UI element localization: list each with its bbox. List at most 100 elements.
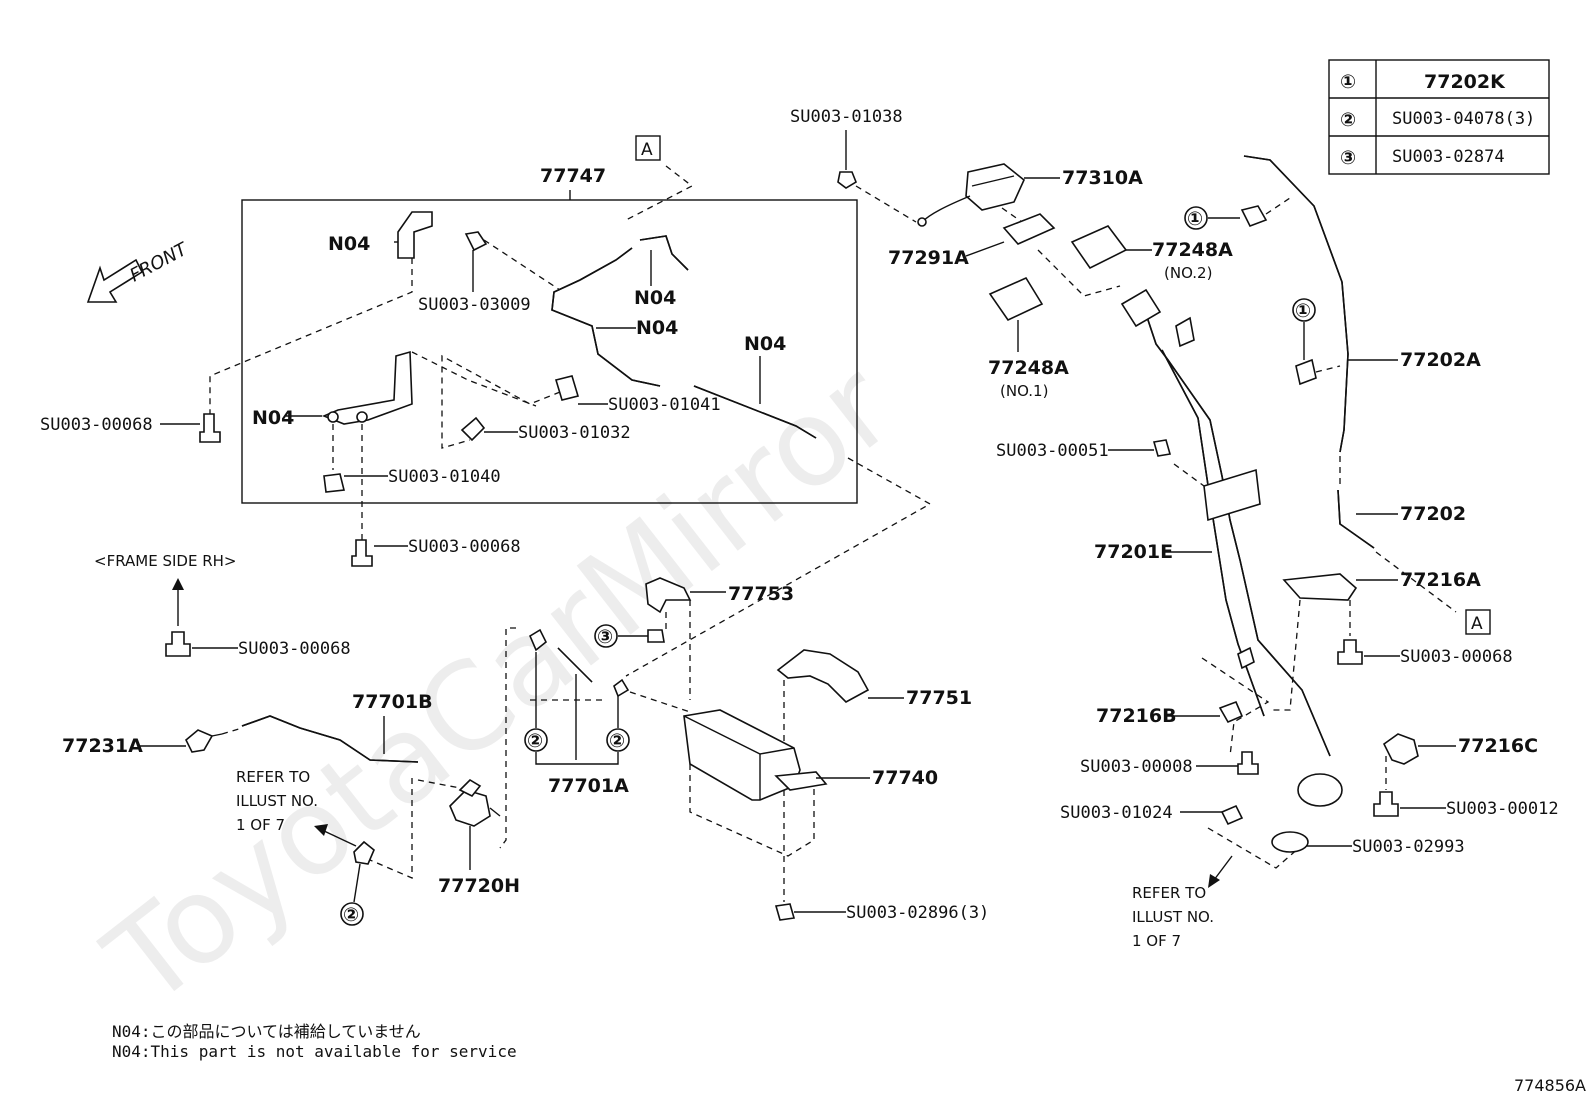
clip-su003-01032: SU003-01032	[460, 416, 631, 443]
bracket-n04-upper: N04	[209, 211, 433, 416]
hose-77701a: ② ② 77701A	[499, 627, 691, 849]
section-marker-a-right-text: A	[1471, 614, 1483, 634]
nut-su003-02896: SU003-02896(3)	[774, 903, 989, 923]
refer-left-line2: ILLUST NO.	[236, 792, 318, 810]
refer-right-line1: REFER TO	[1132, 884, 1206, 902]
assembly-box-77747: 77747	[241, 165, 858, 504]
label-su003-00051: SU003-00051	[996, 441, 1109, 461]
bolt-su003-00068-a: SU003-00068	[40, 413, 221, 443]
frame-side-label: <FRAME SIDE RH>	[94, 552, 236, 570]
bracket-77751: 77751	[776, 649, 972, 902]
section-marker-a-right: A	[1465, 609, 1491, 635]
label-su003-02896: SU003-02896(3)	[846, 903, 989, 923]
figure-id: 774856A	[1513, 1076, 1586, 1095]
label-su003-01041: SU003-01041	[608, 395, 721, 415]
bolt-su003-01038: SU003-01038	[790, 107, 917, 223]
section-marker-a-top-text: A	[641, 140, 653, 160]
callout-2-bottom: ②	[343, 904, 359, 926]
callout-3-text: ③	[597, 626, 613, 648]
legend-part-2: SU003-04078(3)	[1392, 109, 1535, 129]
label-77751: 77751	[906, 687, 972, 709]
label-su003-01038: SU003-01038	[790, 107, 903, 127]
bolt-su003-00068-d: SU003-00068	[1337, 639, 1513, 667]
clamp-callout-1-lower: ①	[1292, 298, 1341, 386]
nut-su003-01040: SU003-01040	[323, 467, 501, 493]
legend-symbol-3: ③	[1340, 147, 1356, 169]
label-n04-upper: N04	[328, 233, 370, 255]
canister-77740: 77740	[683, 709, 938, 857]
refer-left-line3: 1 OF 7	[236, 816, 285, 834]
legend-part-3: SU003-02874	[1392, 147, 1505, 167]
label-77753: 77753	[728, 583, 794, 605]
front-direction-arrow: FRONT	[86, 238, 192, 303]
bolt-su003-00012: SU003-00012	[1373, 791, 1559, 819]
label-77720h: 77720H	[438, 875, 520, 897]
label-77202a: 77202A	[1400, 349, 1481, 371]
legend-symbol-2: ②	[1340, 109, 1356, 131]
label-77202: 77202	[1400, 503, 1466, 525]
label-77310a: 77310A	[1062, 167, 1143, 189]
label-su003-01032: SU003-01032	[518, 423, 631, 443]
filler-pipe-77201e: 77201E	[1094, 288, 1343, 807]
bracket-77216b: 77216B	[1096, 646, 1270, 757]
bracket-77216a: 77216A	[1270, 569, 1481, 711]
clip-su003-01041: SU003-01041	[441, 354, 721, 449]
label-77216a: 77216A	[1400, 569, 1481, 591]
bolt-su003-00008: SU003-00008	[1080, 751, 1259, 777]
label-n04-tube-end: N04	[634, 287, 676, 309]
clamp-callout-1-upper: ①	[1184, 197, 1291, 230]
pad-77248a-no1: 77248A (NO.1)	[988, 276, 1069, 400]
hose-77701b: 77701B	[241, 691, 433, 763]
clamp-77216c: 77216C	[1382, 733, 1538, 790]
note-english: N04:This part is not available for servi…	[112, 1042, 517, 1061]
refer-right-line2: ILLUST NO.	[1132, 908, 1214, 926]
label-no2: (NO.2)	[1164, 264, 1212, 282]
note-japanese: N04:この部品については補給していません	[112, 1022, 421, 1041]
label-no1: (NO.1)	[1000, 382, 1048, 400]
label-su003-03009: SU003-03009	[418, 295, 531, 315]
label-77701a: 77701A	[548, 775, 629, 797]
label-77231a: 77231A	[62, 735, 143, 757]
legend-symbol-1: ①	[1340, 71, 1356, 93]
fuel-cap-77310a: 77310A	[917, 163, 1143, 227]
callout-2-right: ②	[609, 730, 625, 752]
label-n04-tube: N04	[636, 317, 678, 339]
label-su003-01024: SU003-01024	[1060, 803, 1173, 823]
breather-tube-77202a: 77202A	[1243, 155, 1481, 488]
callout-3-nut: ③	[594, 624, 665, 648]
label-su003-02993: SU003-02993	[1352, 837, 1465, 857]
bolt-su003-00068-b: SU003-00068	[351, 537, 521, 567]
label-77248a-no2: 77248A	[1152, 239, 1233, 261]
refer-right: REFER TO ILLUST NO. 1 OF 7	[1132, 855, 1233, 950]
gasket-77291a: 77291A	[888, 213, 1056, 269]
callout-1-upper: ①	[1187, 208, 1203, 230]
callout-2-left: ②	[527, 730, 543, 752]
frame-side-rh: <FRAME SIDE RH> SU003-00068	[94, 552, 351, 659]
refer-left: REFER TO ILLUST NO. 1 OF 7	[236, 768, 357, 847]
nut-su003-00051: SU003-00051	[996, 439, 1172, 461]
clamp-callout-2-bottom: ②	[340, 840, 375, 926]
clip-su003-03009: SU003-03009	[418, 231, 561, 315]
refer-left-line1: REFER TO	[236, 768, 310, 786]
refer-right-line3: 1 OF 7	[1132, 932, 1181, 950]
label-77747: 77747	[540, 165, 606, 187]
bracket-77753: 77753	[645, 577, 794, 700]
label-su003-00068-a: SU003-00068	[40, 415, 153, 435]
label-su003-00012: SU003-00012	[1446, 799, 1559, 819]
label-n04-bracket: N04	[252, 407, 294, 429]
label-77201e: 77201E	[1094, 541, 1173, 563]
label-su003-00068-d: SU003-00068	[1400, 647, 1513, 667]
valve-77231a: 77231A	[62, 727, 243, 757]
label-su003-01040: SU003-01040	[388, 467, 501, 487]
valve-77720h: 77720H	[369, 778, 520, 897]
label-77701b: 77701B	[352, 691, 433, 713]
vapor-tube-n04: N04 N04	[551, 235, 689, 387]
label-su003-00008: SU003-00008	[1080, 757, 1193, 777]
section-marker-a-top: A	[625, 135, 694, 221]
front-label: FRONT	[126, 238, 192, 286]
label-n04-hose: N04	[744, 333, 786, 355]
pad-77248a-no2: 77248A (NO.2)	[1037, 225, 1233, 297]
label-77248a-no1: 77248A	[988, 357, 1069, 379]
